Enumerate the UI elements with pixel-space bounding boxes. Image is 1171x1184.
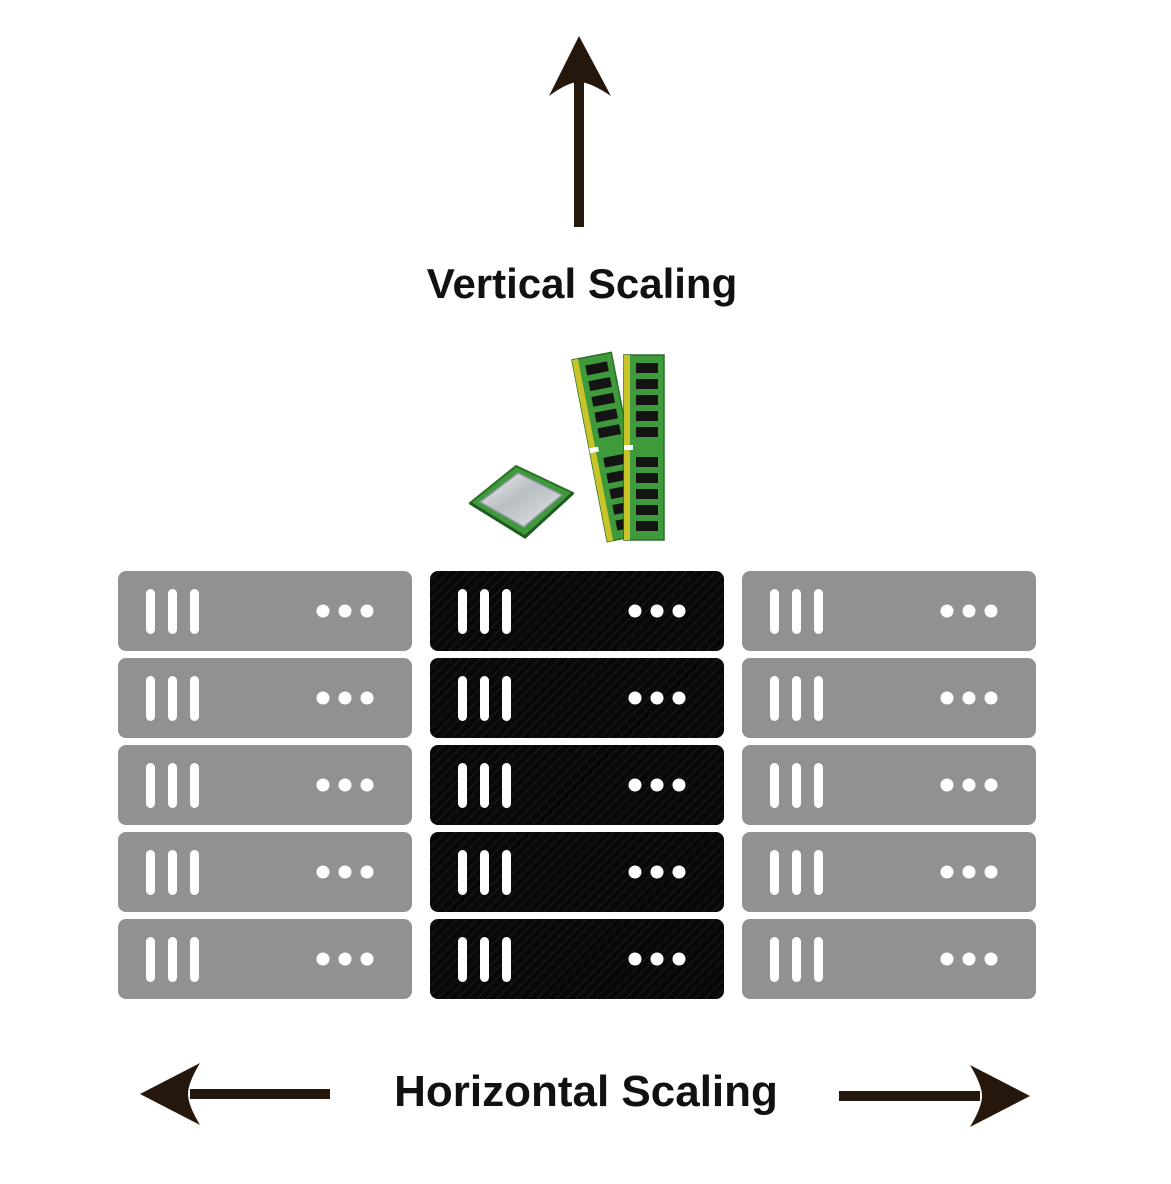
- server-unit-icon: [742, 571, 1036, 651]
- server-unit-icon: [742, 832, 1036, 912]
- server-unit-icon: [430, 571, 724, 651]
- server-rack-right: [742, 571, 1036, 999]
- server-unit-icon: [430, 919, 724, 999]
- cpu-chip-icon: [468, 464, 575, 539]
- server-unit-icon: [430, 832, 724, 912]
- server-unit-icon: [430, 658, 724, 738]
- server-racks: [118, 571, 1036, 999]
- server-unit-icon: [118, 745, 412, 825]
- server-unit-icon: [430, 745, 724, 825]
- server-unit-icon: [742, 658, 1036, 738]
- left-arrow-icon: [140, 1063, 330, 1125]
- server-unit-icon: [118, 832, 412, 912]
- server-unit-icon: [118, 919, 412, 999]
- server-unit-icon: [742, 919, 1036, 999]
- vertical-arrow-icon: [549, 36, 611, 227]
- server-unit-icon: [118, 658, 412, 738]
- right-arrow-icon: [839, 1065, 1030, 1127]
- horizontal-scaling-label: Horizontal Scaling: [394, 1067, 778, 1116]
- server-unit-icon: [118, 571, 412, 651]
- vertical-scaling-label: Vertical Scaling: [427, 260, 738, 307]
- server-unit-icon: [742, 745, 1036, 825]
- server-rack-left: [118, 571, 412, 999]
- ram-module-icon: [571, 351, 665, 543]
- server-rack-center: [430, 571, 724, 999]
